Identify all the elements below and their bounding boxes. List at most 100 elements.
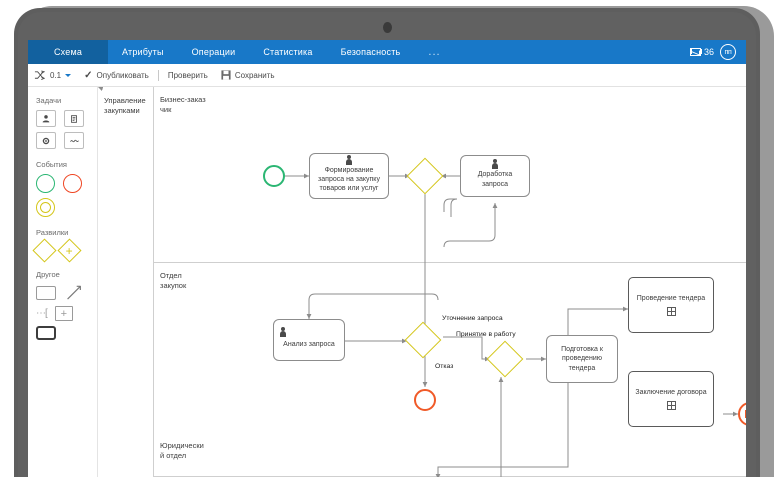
edge-label-reject: Отказ xyxy=(435,363,454,370)
tab-attributes-label: Атрибуты xyxy=(122,47,164,57)
save-button[interactable]: Сохранить xyxy=(221,70,275,80)
element-palette: Задачи xyxy=(28,87,98,477)
palette-row: ⟶ xyxy=(36,279,97,305)
toolbar-divider xyxy=(157,69,159,81)
palette-row xyxy=(36,326,97,340)
tab-operations[interactable]: Операции xyxy=(178,40,250,64)
tab-scheme-label: Схема xyxy=(53,47,83,57)
bracket-icon[interactable]: ⋯[ xyxy=(36,308,48,319)
shuffle-icon[interactable] xyxy=(34,69,45,81)
edge-label-clarify: Уточнение запроса xyxy=(442,315,503,322)
bold-rectangle-icon[interactable] xyxy=(36,326,56,340)
palette-row xyxy=(36,198,97,217)
task-analyze-request-label: Анализ запроса xyxy=(283,340,335,348)
publish-button[interactable]: ✓ Опубликовать xyxy=(84,70,149,81)
palette-group-events: События xyxy=(36,160,97,217)
lane-business-customer xyxy=(154,87,746,263)
rectangle-icon[interactable] xyxy=(36,285,56,300)
arrow-pointer-icon[interactable]: ⟶ xyxy=(60,279,87,305)
palette-row: + xyxy=(32,238,97,263)
tab-overflow-button[interactable]: ... xyxy=(428,46,441,58)
tab-statistics-label: Статистика xyxy=(263,47,313,57)
timer-inner xyxy=(40,202,51,213)
task-create-request[interactable]: Формирование запроса на закупку товаров … xyxy=(309,153,389,199)
tab-operations-label: Операции xyxy=(191,47,236,57)
avatar[interactable]: пп xyxy=(720,44,736,60)
tab-scheme[interactable]: Схема xyxy=(28,40,108,64)
zoom-level-value: 0.1 xyxy=(50,70,62,80)
envelope-icon xyxy=(689,48,701,56)
palette-group-other-title: Другое xyxy=(36,270,60,279)
palette-row: ⋯[ + xyxy=(36,306,97,321)
tablet-screen: Схема Атрибуты Операции Статистика Безоп… xyxy=(28,40,746,477)
task-prepare-tender-label: Подготовка к проведению тендера xyxy=(561,346,603,372)
mail-count: 36 xyxy=(703,47,714,57)
task-prepare-tender[interactable]: Подготовка к проведению тендера xyxy=(546,335,618,383)
palette-group-gateways: Развилки + xyxy=(32,228,97,263)
task-create-request-label: Формирование запроса на закупку товаров … xyxy=(318,166,380,193)
palette-group-gateways-title: Развилки xyxy=(36,228,69,237)
task-refine-request[interactable]: Доработка запроса xyxy=(460,155,530,197)
editor-toolbar: 0.1 ✓ Опубликовать Проверить Сохранить xyxy=(28,64,746,87)
edge-label-accept: Принятие в работу xyxy=(456,331,516,338)
exclusive-gateway-icon[interactable] xyxy=(32,238,57,263)
subprocess-sign-contract[interactable]: Заключение договора xyxy=(628,371,714,427)
gear-glyph xyxy=(42,137,50,144)
script-task-icon[interactable] xyxy=(64,110,84,127)
nav-right-group: 36 пп xyxy=(689,44,746,60)
palette-group-events-title: События xyxy=(36,160,67,169)
palette-row xyxy=(36,132,97,149)
tab-security-label: Безопасность xyxy=(340,47,401,57)
envelope-icon xyxy=(744,410,746,418)
timer-event-icon[interactable] xyxy=(36,198,55,217)
user-icon xyxy=(280,326,286,337)
task-analyze-request[interactable]: Анализ запроса xyxy=(273,319,345,361)
palette-group-tasks: Задачи xyxy=(36,96,97,149)
user-glyph xyxy=(42,114,50,122)
wave-glyph xyxy=(69,139,79,142)
script-glyph xyxy=(71,114,77,123)
parallel-gateway-icon[interactable]: + xyxy=(57,238,82,263)
zoom-level-select[interactable]: 0.1 xyxy=(50,70,72,80)
tab-statistics[interactable]: Статистика xyxy=(249,40,326,64)
mail-notification[interactable]: 36 xyxy=(689,47,714,57)
start-event-icon[interactable] xyxy=(36,174,55,193)
plus-glyph: + xyxy=(65,243,74,258)
plus-box-icon[interactable]: + xyxy=(54,306,73,321)
tab-security[interactable]: Безопасность xyxy=(327,40,415,64)
service-task-icon[interactable] xyxy=(36,132,56,149)
pool-label: Управление закупками xyxy=(98,87,154,477)
shuffle-glyph xyxy=(34,69,45,80)
publish-label: Опубликовать xyxy=(96,70,149,80)
check-button[interactable]: Проверить xyxy=(168,71,208,80)
user-icon xyxy=(492,159,498,170)
chevron-down-icon xyxy=(65,73,72,77)
subprocess-conduct-tender-label: Проведение тендера xyxy=(636,295,706,303)
camera-icon xyxy=(383,22,392,33)
subprocess-sign-contract-label: Заключение договора xyxy=(635,389,707,397)
lane-legal xyxy=(154,433,746,477)
save-label: Сохранить xyxy=(234,70,275,80)
manual-task-icon[interactable] xyxy=(64,132,84,149)
check-label: Проверить xyxy=(167,70,208,80)
subprocess-conduct-tender[interactable]: Проведение тендера xyxy=(628,277,714,333)
end-event-rejected[interactable] xyxy=(414,389,436,411)
save-disk-icon xyxy=(221,70,231,80)
tab-attributes[interactable]: Атрибуты xyxy=(108,40,178,64)
subprocess-marker-icon xyxy=(666,306,676,316)
end-event-icon[interactable] xyxy=(63,174,82,193)
palette-row xyxy=(36,174,97,193)
palette-row xyxy=(36,110,97,127)
start-event[interactable] xyxy=(263,165,285,187)
top-navigation-bar: Схема Атрибуты Операции Статистика Безоп… xyxy=(28,40,746,64)
checkmark-icon: ✓ xyxy=(84,69,93,81)
user-task-icon[interactable] xyxy=(36,110,56,127)
pool-label-text: Управление закупками xyxy=(104,96,146,116)
user-icon xyxy=(346,154,352,165)
palette-group-tasks-title: Задачи xyxy=(36,96,62,105)
